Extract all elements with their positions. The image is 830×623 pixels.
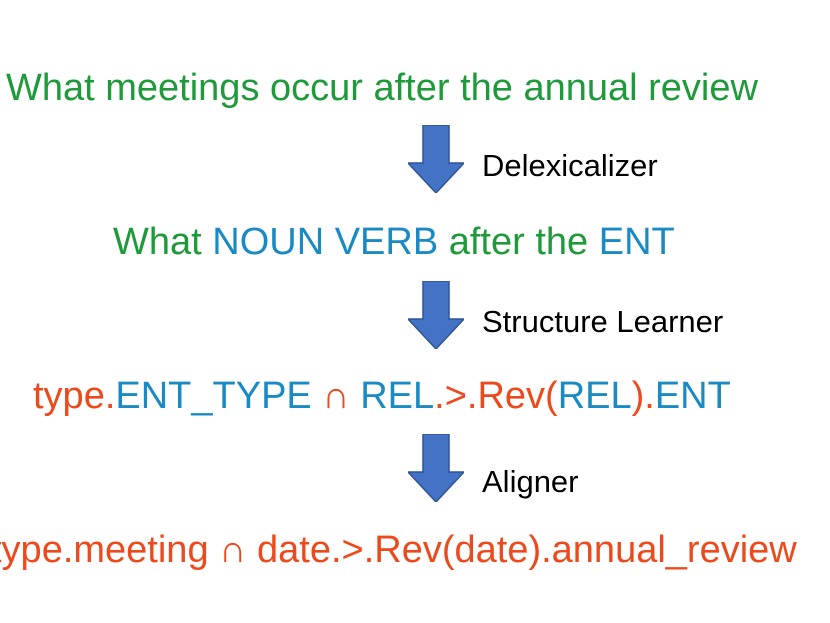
template-placeholder: REL <box>360 375 435 417</box>
down-arrow-icon <box>408 281 464 349</box>
template-token: ∩ <box>311 375 361 417</box>
question-text: What meetings occur after the annual rev… <box>6 67 758 109</box>
template-token: .>.Rev( <box>434 375 558 417</box>
delexicalized-word: after the <box>438 221 599 263</box>
down-arrow-icon <box>408 125 464 193</box>
step-label-structure-learner: Structure Learner <box>482 304 724 339</box>
placeholder-ent: ENT <box>598 221 675 263</box>
template-placeholder: ENT_TYPE <box>115 375 312 417</box>
template-placeholder: ENT <box>654 375 731 417</box>
template-placeholder: REL <box>557 375 632 417</box>
placeholder-noun-verb: NOUN VERB <box>212 221 439 263</box>
step-label-aligner: Aligner <box>482 464 579 499</box>
step-label-delexicalizer: Delexicalizer <box>482 148 658 183</box>
delexicalized-question: What NOUN VERB after the ENT <box>113 220 675 264</box>
logical-template: type.ENT_TYPE ∩ REL.>.Rev(REL).ENT <box>33 374 731 418</box>
template-token: type. <box>33 375 116 417</box>
logical-form-text: type.meeting ∩ date.>.Rev(date).annual_r… <box>0 529 797 571</box>
delexicalized-word: What <box>113 221 213 263</box>
template-token: ). <box>631 375 655 417</box>
down-arrow-icon <box>408 434 464 502</box>
